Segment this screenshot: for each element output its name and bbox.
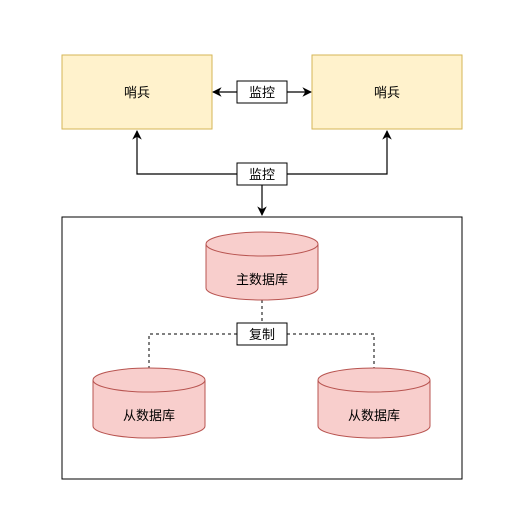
sentinel-left-label: 哨兵 — [124, 86, 150, 101]
monitor-middle-label: 监控 — [249, 168, 275, 183]
replicate-label: 复制 — [249, 328, 275, 343]
sentinel-left-box[interactable] — [61, 54, 213, 130]
slave-db-right-label: 从数据库 — [348, 408, 400, 424]
master-db-label: 主数据库 — [236, 272, 288, 288]
monitor-connector-right — [287, 130, 392, 175]
slave-db-left-label: 从数据库 — [123, 408, 175, 424]
slave-db-left-cylinder[interactable] — [92, 367, 206, 439]
monitor-connector-left — [132, 130, 237, 175]
slave-db-right-cylinder[interactable] — [317, 367, 431, 439]
replicate-line-left — [148, 333, 237, 368]
sentinel-right-label: 哨兵 — [374, 86, 400, 101]
replicate-label-box — [236, 322, 288, 346]
sentinel-right-box[interactable] — [311, 54, 463, 130]
monitor-top-label: 监控 — [249, 86, 275, 101]
monitor-middle-label-box — [236, 162, 288, 186]
replicate-line-right — [287, 333, 375, 368]
master-db-cylinder[interactable] — [205, 231, 319, 301]
monitor-top-label-box — [236, 80, 288, 104]
cluster-container — [61, 216, 463, 480]
